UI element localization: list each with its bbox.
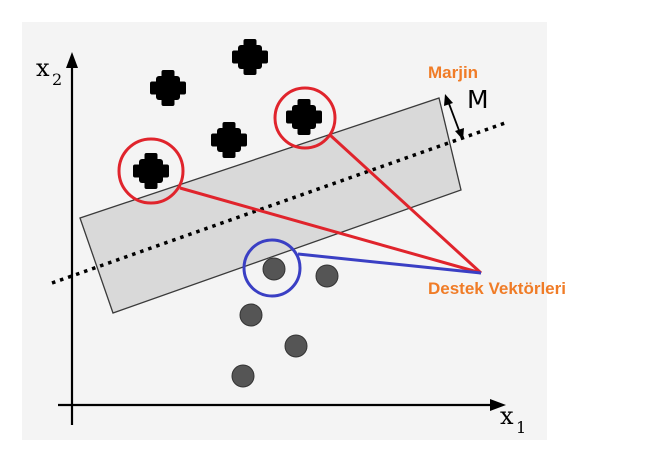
positive-support-vector-point [286, 99, 322, 135]
decision-boundary [51, 121, 506, 285]
support-vector-connector [179, 186, 482, 275]
positive-class-point [232, 39, 268, 75]
x-axis-label: x [500, 402, 514, 430]
margin-arrow-head-bottom [455, 128, 464, 140]
negative-class-point [231, 364, 255, 388]
negative-class-point [315, 264, 339, 288]
margin-symbol: M [467, 85, 489, 114]
y-axis-label: x [36, 54, 50, 82]
positive-class-point [150, 70, 186, 106]
x-axis-subscript: 1 [516, 418, 526, 437]
negative-support-vector-point [262, 257, 286, 281]
positive-support-vector-point [133, 153, 169, 189]
support-vector-connector [297, 252, 482, 275]
support-vectors-label: Destek Vektörleri [428, 279, 566, 298]
margin-arrow-head-top [444, 94, 453, 106]
y-axis-arrow [66, 52, 78, 68]
margin-title: Marjin [428, 63, 478, 82]
negative-class-point [239, 303, 263, 327]
support-vector-ring [273, 86, 337, 150]
margin-width-arrow [447, 100, 461, 134]
positive-class-point [211, 122, 247, 158]
negative-class-point [284, 334, 308, 358]
support-vector-ring [242, 238, 302, 298]
support-vector-ring [117, 137, 185, 205]
x-axis-arrow [490, 399, 506, 411]
y-axis-subscript: 2 [52, 70, 62, 89]
support-vector-connector [328, 133, 483, 275]
